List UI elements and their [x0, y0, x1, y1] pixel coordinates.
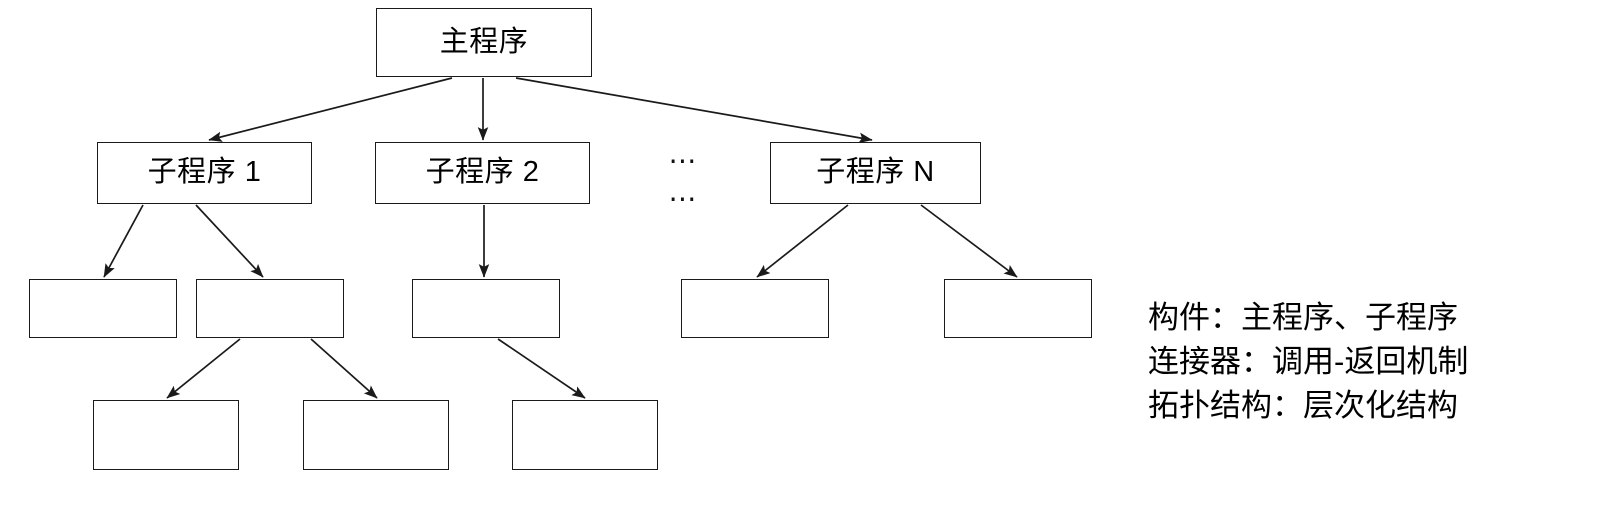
legend-line-components: 构件：主程序、子程序	[1148, 300, 1458, 335]
edge-subN-to-l3e	[920, 204, 1018, 278]
ellipsis-row: ⋯	[668, 183, 702, 214]
node-l4a-empty[interactable]	[93, 400, 239, 470]
edge-l3c-to-l4c	[497, 338, 586, 399]
node-label: 子程序 2	[425, 156, 540, 189]
node-label: 子程序 1	[147, 156, 262, 189]
node-l3d-empty[interactable]	[681, 279, 829, 338]
node-l3b-empty[interactable]	[196, 279, 344, 338]
ellipsis-row: ⋯	[668, 144, 702, 176]
edge-sub1-to-l3b	[195, 204, 264, 278]
node-l4c-empty[interactable]	[512, 400, 658, 470]
node-root[interactable]: 主程序	[376, 8, 592, 77]
node-sub2[interactable]: 子程序 2	[375, 142, 590, 204]
edge-sub1-to-l3a	[103, 204, 144, 278]
ellipsis-indicator: ⋯⋯	[650, 144, 720, 214]
node-l3e-empty[interactable]	[944, 279, 1092, 338]
node-sub1[interactable]: 子程序 1	[97, 142, 312, 204]
edge-root-to-sub1	[208, 77, 453, 142]
edge-subN-to-l3d	[756, 204, 849, 278]
edge-l3b-to-l4a	[166, 338, 241, 399]
edge-l3b-to-l4b	[310, 338, 378, 399]
edge-root-to-subN	[515, 77, 873, 143]
legend-block: 构件：主程序、子程序 连接器：调用-返回机制 拓扑结构：层次化结构	[1148, 296, 1618, 428]
node-label: 子程序 N	[816, 156, 935, 189]
node-l3c-empty[interactable]	[412, 279, 560, 338]
legend-line-topology: 拓扑结构：层次化结构	[1148, 388, 1458, 424]
node-label: 主程序	[439, 25, 529, 58]
node-subN[interactable]: 子程序 N	[770, 142, 981, 204]
node-l3a-empty[interactable]	[29, 279, 177, 338]
node-l4b-empty[interactable]	[303, 400, 449, 470]
legend-line-connectors: 连接器：调用-返回机制	[1148, 344, 1469, 380]
call-return-edges	[103, 77, 1018, 399]
